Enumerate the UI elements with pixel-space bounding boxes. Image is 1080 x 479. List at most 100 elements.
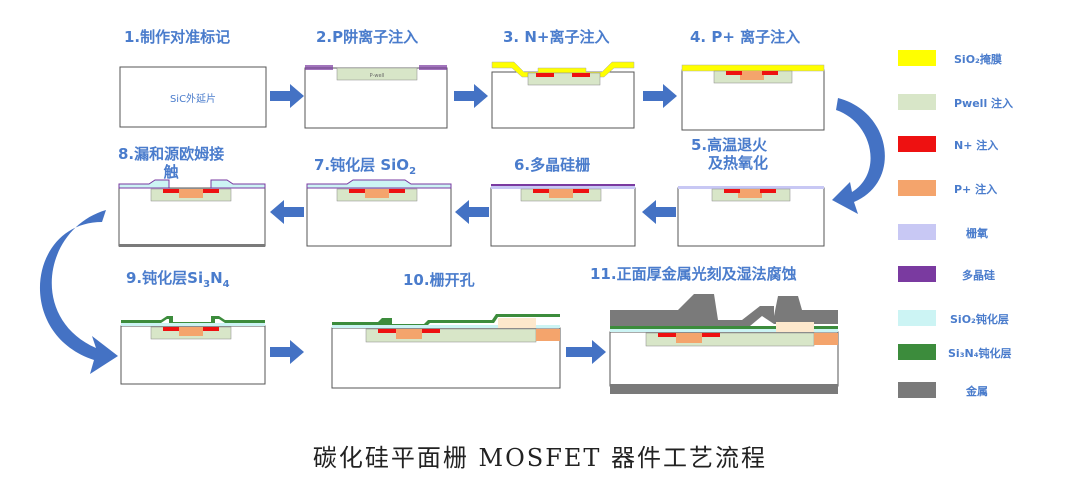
step-10-svg (331, 314, 561, 389)
step-8-title: 8.漏和源欧姆接 触 (118, 145, 224, 181)
step-10-title: 10.栅开孔 (403, 271, 475, 289)
nplus-left (724, 189, 740, 193)
pplus-edge (536, 329, 560, 341)
pplus-region (549, 189, 573, 198)
sio2-passivation (306, 179, 452, 189)
legend-label-pplus: P+ 注入 (954, 183, 998, 196)
nplus-right (203, 189, 219, 193)
gate-pad-sio2 (498, 318, 536, 328)
nplus-left (533, 189, 549, 193)
step-5-svg (677, 186, 825, 247)
step-11-diagram (609, 290, 842, 396)
legend-label-sio2-pass: SiO₂钝化层 (950, 313, 1009, 326)
nplus-right (702, 333, 720, 337)
oxide-mask (681, 64, 825, 72)
sio2-passivation (121, 323, 265, 326)
si3n4-passivation (121, 316, 265, 325)
step-8-diagram (118, 179, 267, 250)
step-9-title-sub1: 3 (203, 279, 211, 290)
nplus-left (726, 71, 742, 75)
nplus-right (572, 73, 590, 77)
step-3-diagram (491, 58, 638, 130)
step-7-title-sub: 2 (409, 166, 417, 177)
nplus-left (163, 327, 179, 331)
gate-oxide (678, 186, 824, 189)
pwell-region (336, 67, 418, 81)
step-2-title: 2.P阱离子注入 (316, 28, 419, 46)
pwell-text: P-well (370, 73, 385, 79)
arrow-curve-4-5 (832, 98, 885, 214)
legend-label-nplus: N+ 注入 (954, 139, 999, 152)
step-1-diagram: SiC外延片 (119, 66, 268, 129)
pplus-region (179, 327, 203, 336)
step-9-title: 9.钝化层Si3N4 (126, 269, 230, 294)
sic-wafer-label: SiC外延片 (170, 92, 216, 105)
step-4-title: 4. P+ 离子注入 (690, 28, 801, 46)
arrow-1-2 (270, 84, 304, 108)
step-3-title: 3. N+离子注入 (503, 28, 610, 46)
pplus-edge (814, 333, 838, 345)
step-5-diagram (677, 184, 826, 248)
legend-label-pwell: Pwell 注入 (954, 97, 1014, 110)
step-2-diagram: P-well (304, 62, 449, 130)
legend-label-metal: 金属 (966, 385, 988, 398)
step-4-diagram (681, 62, 828, 131)
mask-right (419, 65, 447, 70)
step-1-title: 1.制作对准标记 (124, 28, 231, 46)
arrow-2-3 (454, 84, 488, 108)
poly-gate (491, 184, 635, 186)
sic-wafer (119, 66, 267, 128)
legend-label-sin-pass: Si₃N₄钝化层 (948, 347, 1012, 360)
sio2-passivation (118, 179, 266, 189)
step-2-svg: P-well (304, 65, 448, 129)
figure-caption: 碳化硅平面栅 MOSFET 器件工艺流程 (312, 444, 768, 472)
mask-left (305, 65, 333, 70)
back-metal (119, 244, 265, 247)
legend-swatch-metal (898, 382, 936, 398)
arrow-5-6 (642, 200, 676, 224)
arrow-7-8 (270, 200, 304, 224)
legend-swatch-poly (898, 266, 936, 282)
nplus-right (389, 189, 405, 193)
si3n4-passivation (332, 314, 560, 327)
step-7-diagram (306, 179, 453, 248)
step-9-svg (120, 316, 266, 385)
step-9-title-prefix: 9.钝化层Si (126, 269, 204, 287)
pplus-region (396, 329, 422, 339)
legend-swatch-gate-oxide (898, 224, 936, 240)
step-8-svg (118, 179, 266, 247)
legend-label-gate-oxide: 栅氧 (966, 227, 988, 240)
arrow-curve-8-9 (39, 210, 118, 374)
back-metal (610, 384, 838, 394)
arrow-9-10 (270, 340, 304, 364)
step-6-diagram (490, 184, 637, 248)
legend-swatch-sin-pass (898, 344, 936, 360)
nplus-right (573, 189, 589, 193)
pplus-region (738, 189, 762, 198)
gate-oxide (491, 186, 635, 189)
step-1-svg: SiC外延片 (119, 66, 267, 128)
step-8-title-line2: 触 (163, 163, 179, 181)
step-5-title: 5.高温退火 及热氧化 (690, 136, 768, 172)
sio2-passivation (610, 329, 838, 332)
nplus-right (762, 71, 778, 75)
step-9-diagram (120, 316, 267, 386)
nplus-right (760, 189, 776, 193)
pplus-region (740, 71, 764, 80)
nplus-right (203, 327, 219, 331)
nplus-left (536, 73, 554, 77)
arrow-3-4 (643, 84, 677, 108)
nplus-left (378, 329, 396, 333)
arrow-6-7 (455, 200, 489, 224)
step-11-title: 11.正面厚金属光刻及湿法腐蚀 (590, 265, 797, 283)
nplus-right (422, 329, 440, 333)
step-11-svg (609, 294, 839, 394)
legend-swatch-sio2-pass (898, 310, 936, 326)
step-7-title-prefix: 7.钝化层 SiO (314, 156, 410, 174)
legend-label-poly: 多晶硅 (962, 269, 995, 282)
pplus-region (365, 189, 389, 198)
step-9-title-mid: N (210, 269, 223, 287)
sio2-passivation (332, 325, 560, 328)
step-6-svg (490, 184, 636, 247)
legend-swatch-nplus (898, 136, 936, 152)
